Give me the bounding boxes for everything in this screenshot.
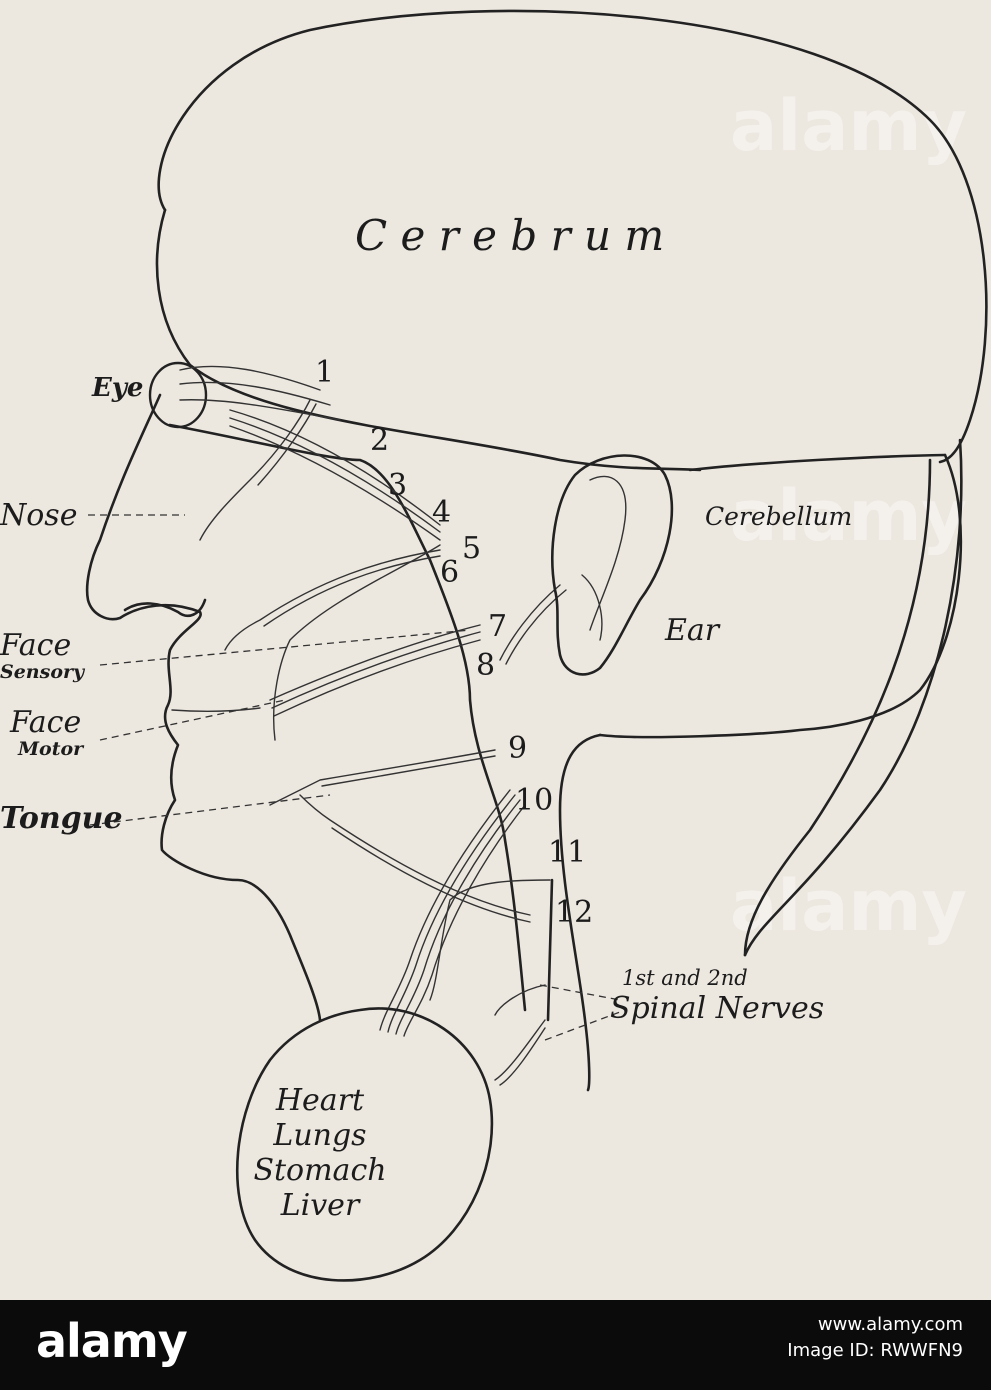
- label-eye: Eye: [91, 373, 143, 403]
- skull-outline: [157, 9, 988, 464]
- label-lungs: Lungs: [272, 1118, 366, 1153]
- label-face-sensory-2: Sensory: [0, 661, 86, 683]
- nerve-number: 12: [555, 895, 593, 930]
- nerve-number: 11: [548, 835, 586, 870]
- eyeball-shape: [148, 361, 208, 429]
- label-face-motor-1: Face: [9, 705, 81, 740]
- label-cerebrum: C e r e b r u m: [355, 211, 664, 260]
- watermark: alamy: [730, 865, 967, 947]
- label-nose: Nose: [0, 498, 77, 533]
- nerve-bundles: [199, 399, 567, 1086]
- pointer-face-sensory: [99, 629, 471, 666]
- image-id: Image ID: RWWFN9: [787, 1340, 963, 1361]
- nerve-number: 1: [315, 355, 334, 390]
- label-heart: Heart: [275, 1083, 365, 1118]
- inner-skull-line: [168, 423, 527, 1012]
- nostril: [123, 598, 207, 617]
- nerve-number: 5: [462, 531, 481, 566]
- label-cerebellum: Cerebellum: [705, 502, 852, 531]
- nerve-number: 8: [476, 648, 495, 683]
- label-spinal-1: 1st and 2nd: [622, 966, 748, 990]
- nerve-number: 2: [370, 423, 389, 458]
- viscera-outline: [235, 1007, 494, 1282]
- ear-canal: [581, 475, 627, 641]
- brand-logo: alamy: [36, 1314, 188, 1368]
- nerve-number: 7: [488, 609, 507, 644]
- diagram-canvas: alamy alamy alamy: [0, 9, 988, 1282]
- label-ear: Ear: [664, 613, 721, 648]
- nerve-number: 9: [508, 731, 527, 766]
- label-stomach: Stomach: [253, 1153, 386, 1188]
- nerve-number: 4: [432, 495, 451, 530]
- spinal-cord-line-2: [743, 458, 932, 957]
- label-tongue: Tongue: [0, 801, 123, 836]
- stock-footer-bar: alamy www.alamy.com Image ID: RWWFN9: [0, 1300, 991, 1390]
- spinal-cord-line: [743, 438, 963, 957]
- tentorium-line: [688, 453, 947, 472]
- back-of-head: [598, 453, 963, 739]
- ear-outline: [551, 454, 674, 676]
- back-of-neck: [558, 733, 602, 1092]
- label-liver: Liver: [280, 1188, 361, 1223]
- label-face-sensory-1: Face: [0, 628, 71, 663]
- lips-line: [171, 707, 261, 713]
- pointer-tongue: [89, 794, 331, 826]
- pointer-spinal-b: [544, 1011, 621, 1041]
- stock-url: www.alamy.com: [817, 1314, 963, 1335]
- face-profile: [85, 393, 322, 1022]
- nerve-number: 10: [515, 783, 553, 818]
- pointer-face-motor: [99, 699, 286, 741]
- label-spinal-2: Spinal Nerves: [610, 991, 824, 1026]
- watermark: alamy: [730, 85, 967, 167]
- nerve-number: 3: [388, 468, 407, 503]
- cranial-nerves-diagram: alamy alamy alamy: [0, 9, 988, 1282]
- nerve-number: 6: [440, 555, 459, 590]
- pointer-spinal-a: [539, 984, 621, 1001]
- optic-bundle: [179, 365, 341, 421]
- label-face-motor-2: Motor: [17, 738, 85, 760]
